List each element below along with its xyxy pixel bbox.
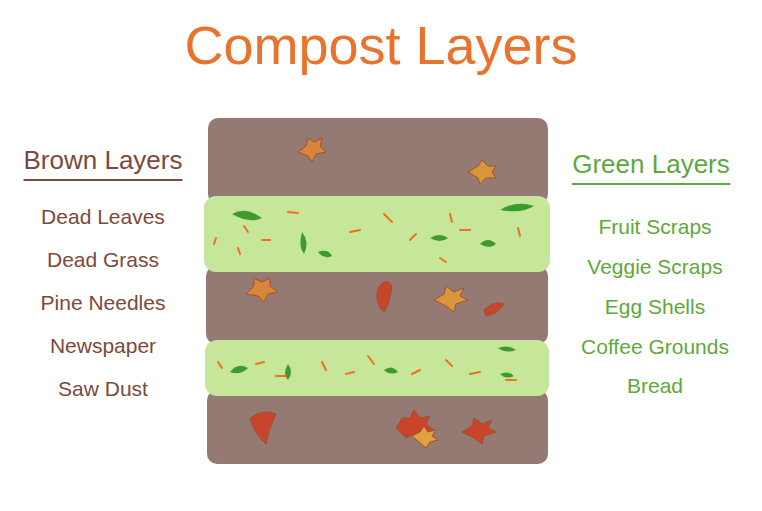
material-item: Bread — [627, 374, 683, 398]
column-heading: Green Layers — [572, 150, 730, 185]
material-item: Pine Needles — [41, 291, 166, 315]
material-item: Dead Leaves — [41, 205, 165, 229]
material-item: Fruit Scraps — [598, 215, 711, 239]
material-item: Saw Dust — [58, 377, 148, 401]
material-item: Dead Grass — [47, 248, 159, 272]
diagram-title: Compost Layers — [184, 14, 577, 76]
column-heading: Brown Layers — [24, 146, 183, 181]
material-item: Coffee Grounds — [581, 335, 729, 359]
material-item: Newspaper — [50, 334, 156, 358]
material-item: Egg Shells — [605, 295, 705, 319]
material-item: Veggie Scraps — [587, 255, 722, 279]
